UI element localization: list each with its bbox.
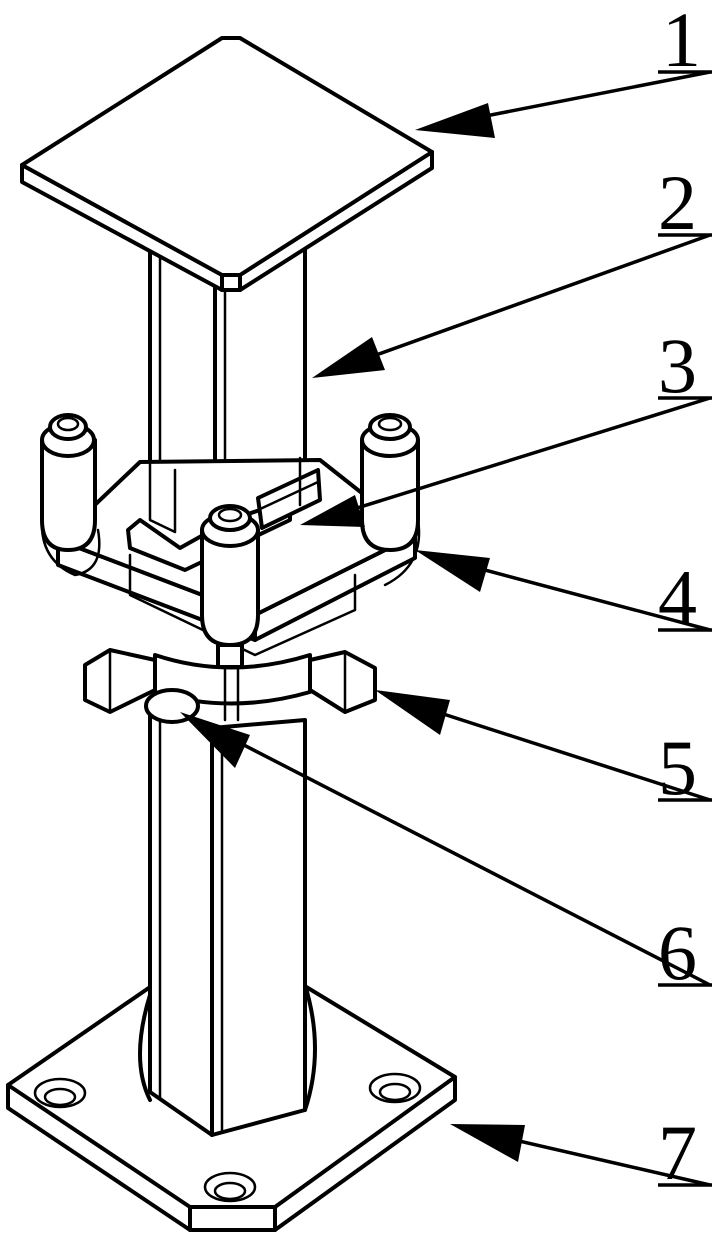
callout-4: 4 — [658, 554, 697, 641]
callout-2: 2 — [658, 159, 697, 246]
arrow-5 — [375, 690, 450, 735]
lug-post-right — [360, 413, 421, 587]
lug-post-left — [40, 413, 101, 577]
adjusting-nut — [83, 648, 377, 724]
callout-7: 7 — [658, 1109, 697, 1196]
callout-1: 1 — [662, 0, 701, 83]
arrow-3 — [300, 495, 365, 527]
lug-post-front — [200, 504, 260, 669]
arrow-2 — [312, 337, 385, 378]
lower-column — [138, 698, 317, 1137]
callout-6: 6 — [658, 909, 697, 996]
arrow-4 — [415, 550, 490, 592]
top-plate — [20, 36, 434, 292]
arrow-7 — [450, 1124, 525, 1162]
arrow-6 — [180, 712, 250, 768]
callout-labels: 1 2 3 4 5 6 7 — [658, 0, 712, 1196]
arrow-1 — [415, 103, 495, 138]
callout-leaders — [180, 70, 711, 1187]
callout-5: 5 — [658, 724, 697, 811]
callout-3: 3 — [658, 322, 697, 409]
